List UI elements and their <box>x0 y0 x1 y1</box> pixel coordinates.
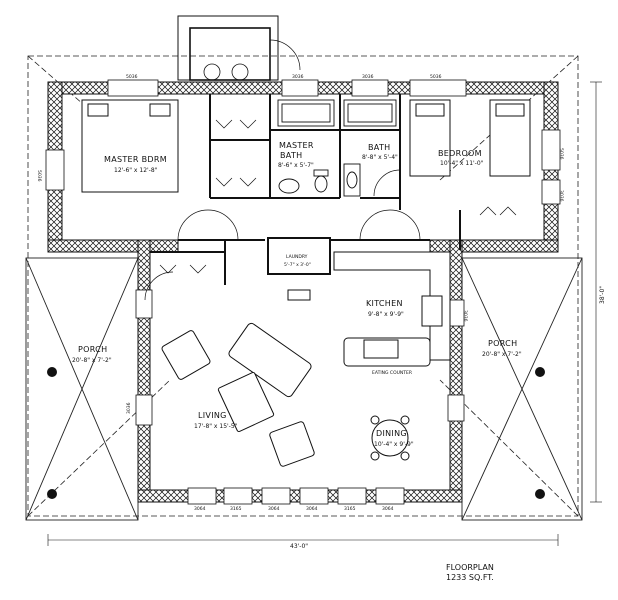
window-tag-bottom-2: 3165 <box>230 506 242 512</box>
window-tag-bottom-4: 3064 <box>306 506 318 512</box>
master-bath-label-2: BATH <box>280 151 302 160</box>
master-bdrm-dims: 12'-6" x 12'-8" <box>114 167 158 174</box>
kitchen-label: KITCHEN <box>366 299 403 308</box>
bedroom-dims: 10'-4" x 11'-0" <box>440 160 484 167</box>
side-windows <box>45 129 561 426</box>
top-windows <box>107 79 467 97</box>
living-furniture <box>161 322 315 467</box>
dining-dims: 10'-4" x 9'-9" <box>374 441 414 448</box>
dimension-lines <box>47 81 602 546</box>
kitchen-counters <box>287 251 451 367</box>
plan-title: FLOORPLAN <box>446 563 494 572</box>
master-bdrm-label: MASTER BDRM <box>104 155 167 164</box>
plan-area: 1233 SQ.FT. <box>446 573 494 582</box>
master-bath-dims: 8'-6" x 5'-7" <box>278 162 314 169</box>
window-tag-top-3: 3036 <box>362 74 374 80</box>
window-tag-bottom-6: 3064 <box>382 506 394 512</box>
window-tag-left-2: 3036 <box>126 402 132 414</box>
doors <box>144 119 517 301</box>
porch-outlines <box>25 257 583 521</box>
overall-height-label: 38'-0" <box>599 286 606 304</box>
window-tag-bottom-5: 3165 <box>344 506 356 512</box>
porch-right-dims: 20'-8" x 7'-2" <box>482 351 522 358</box>
window-tag-right-2: 3036 <box>558 190 564 202</box>
porch-left-label: PORCH <box>78 345 107 354</box>
porch-right-label: PORCH <box>488 339 517 348</box>
dining-set <box>370 415 410 461</box>
window-tag-top-1: 5036 <box>126 74 138 80</box>
bath-label: BATH <box>368 143 390 152</box>
porch-left-dims: 20'-8" x 7'-2" <box>72 357 112 364</box>
living-dims: 17'-8" x 15'-5" <box>194 423 238 430</box>
porch-posts <box>47 367 545 499</box>
kitchen-dims: 9'-8" x 9'-9" <box>368 311 404 318</box>
window-tag-left-1: 5036 <box>36 170 42 182</box>
eating-counter-label: EATING COUNTER <box>372 370 412 376</box>
window-tag-bottom-1: 3064 <box>194 506 206 512</box>
window-tag-top-4: 5036 <box>430 74 442 80</box>
master-bath-label: MASTER <box>279 141 314 150</box>
living-label: LIVING <box>198 411 227 420</box>
bath-fixtures <box>277 99 397 197</box>
laundry-dims: 5'-7" x 3'-0" <box>284 262 311 268</box>
window-tag-bottom-3: 3064 <box>268 506 280 512</box>
bath-dims: 8'-8" x 5'-4" <box>362 154 398 161</box>
interior-walls <box>150 94 461 285</box>
beds <box>81 99 531 193</box>
overall-width-label: 43'-0" <box>290 543 308 550</box>
bottom-windows <box>187 487 405 505</box>
bedroom-label: BEDROOM <box>438 149 482 158</box>
laundry-label: LAUNDRY <box>286 254 308 260</box>
dining-label: DINING <box>376 429 407 438</box>
window-tag-top-2: 3036 <box>292 74 304 80</box>
window-tag-right-3: 3036 <box>462 310 468 322</box>
top-entry-box <box>177 15 301 81</box>
window-tag-right-1: 5036 <box>558 148 564 160</box>
